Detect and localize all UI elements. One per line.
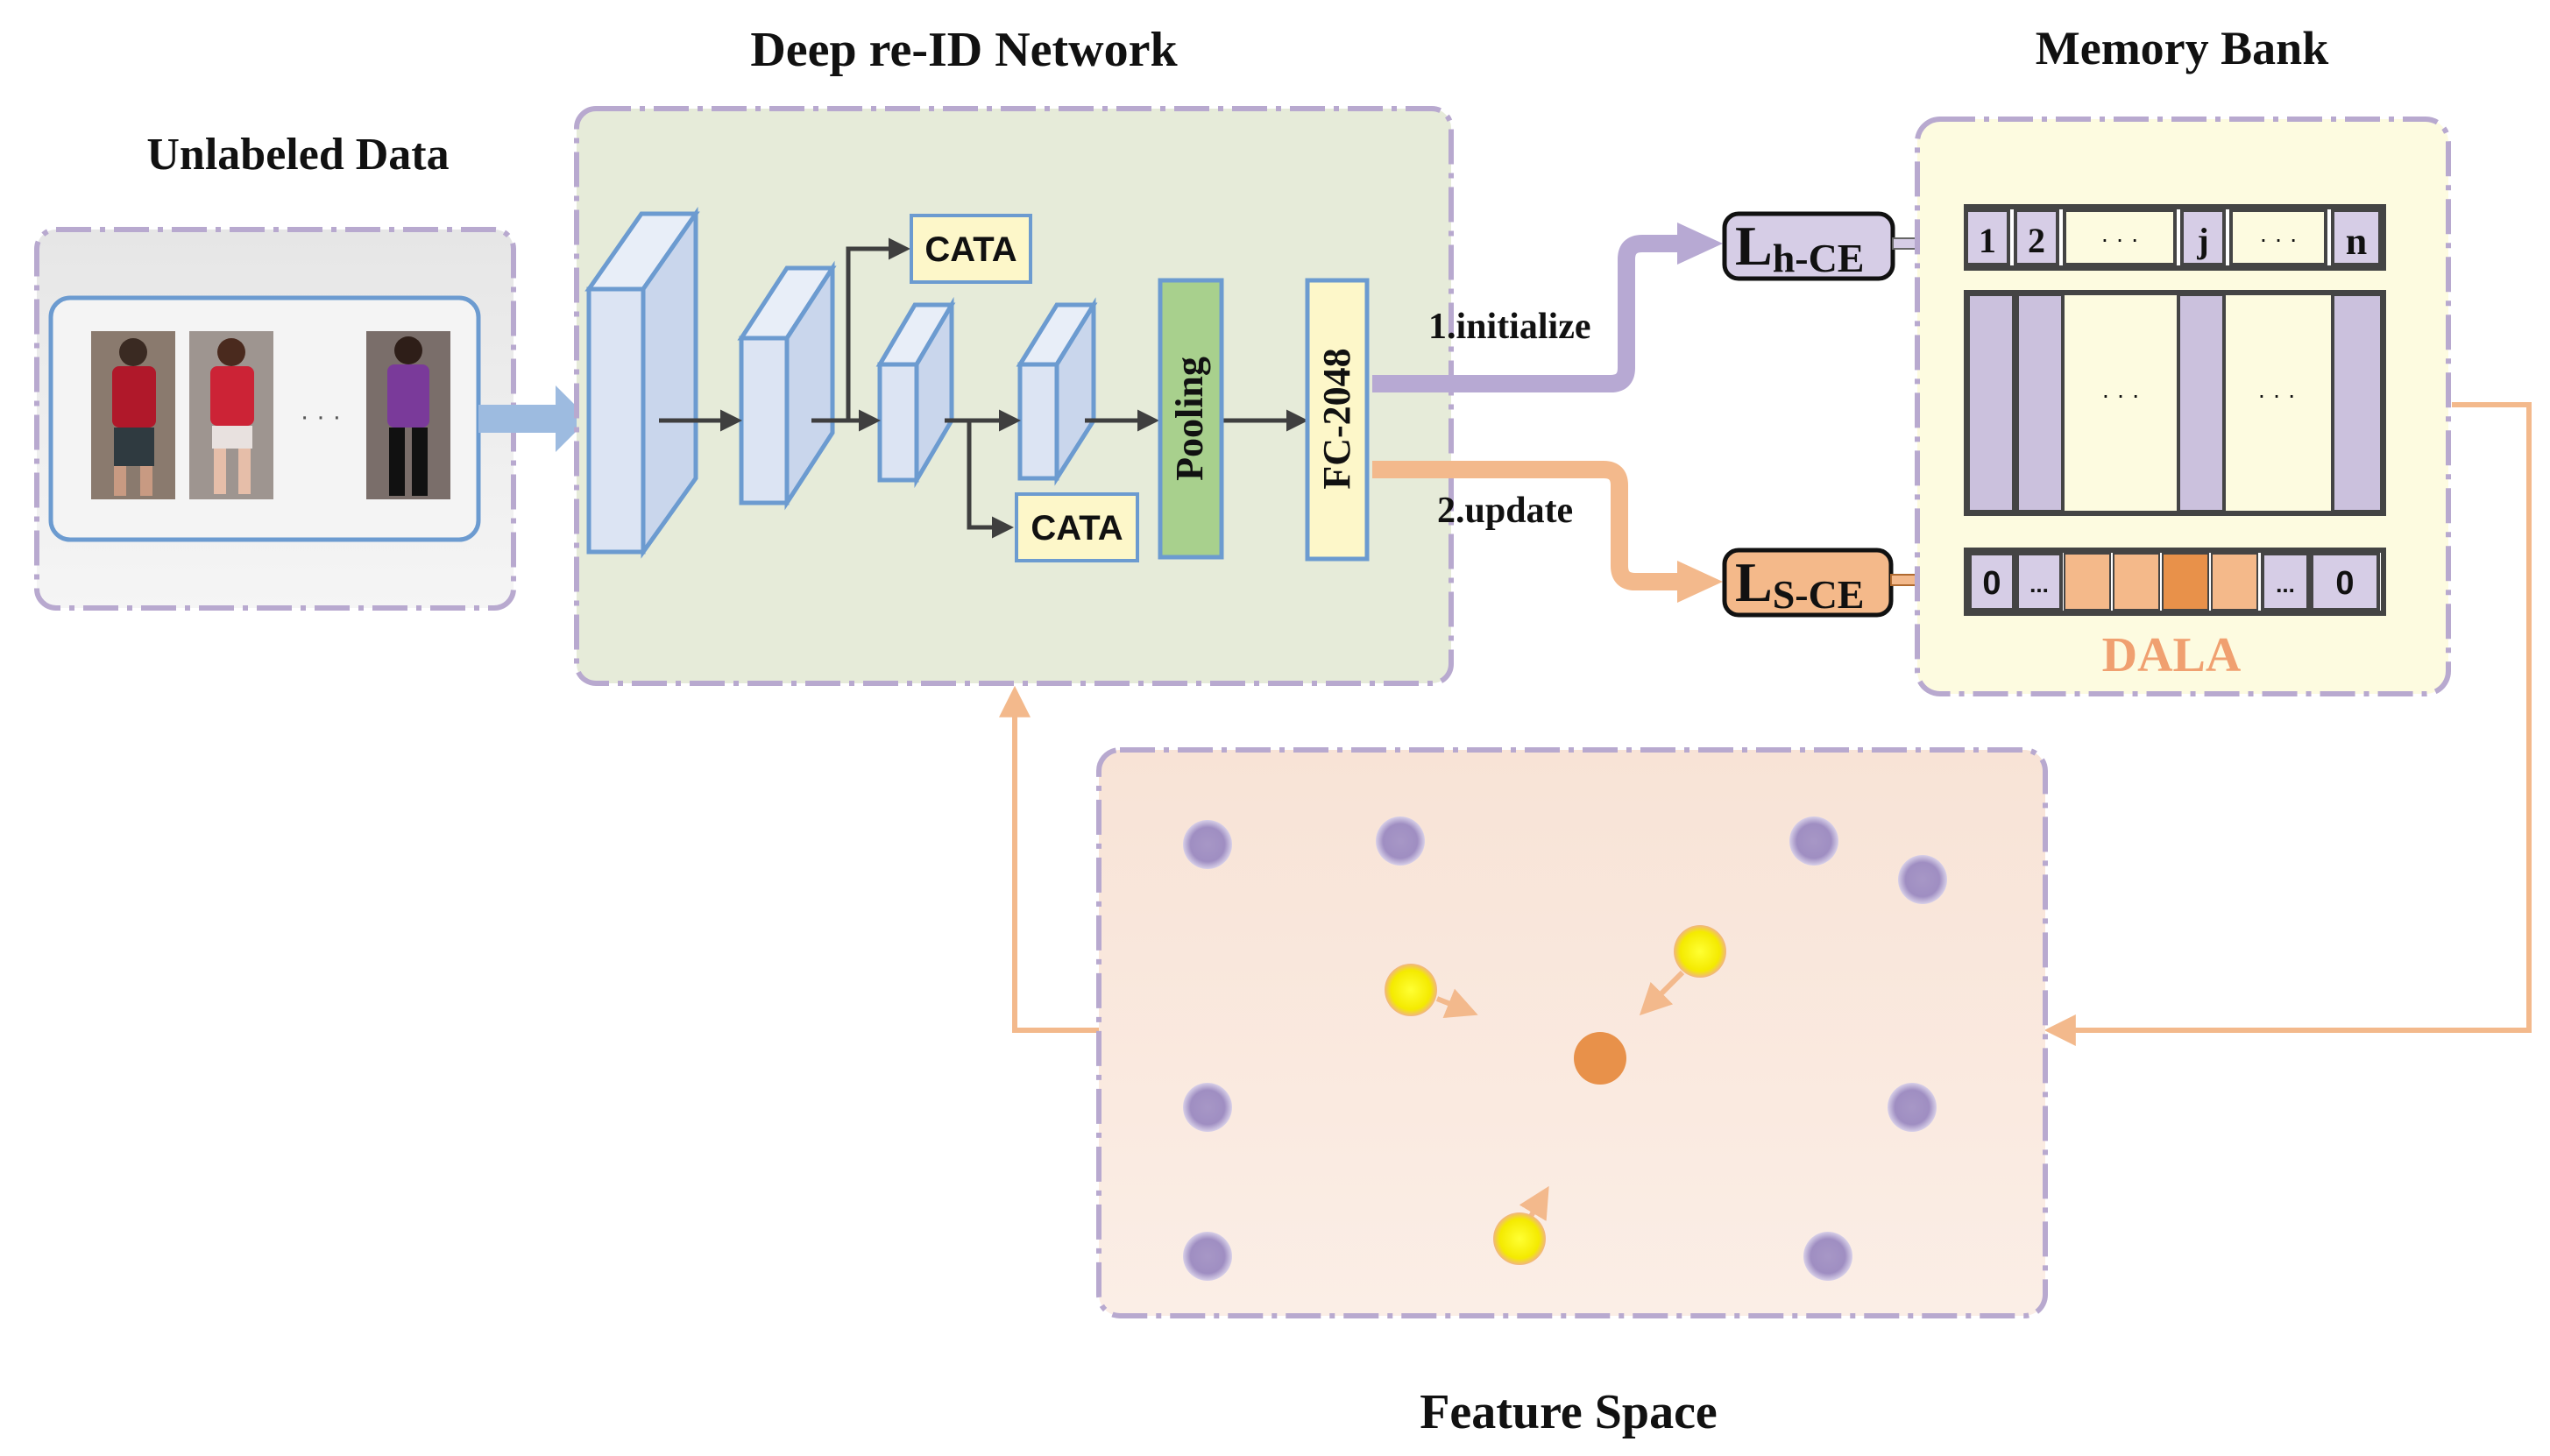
initialize-label: 1.initialize (1428, 307, 1590, 347)
cata-box-bottom: CATA (1015, 492, 1139, 562)
yellow-point-arrow (1519, 1185, 1549, 1221)
title-network: Deep re-ID Network (750, 23, 1178, 77)
label-cell-last: 0 (2335, 565, 2354, 602)
hard-loss-main: L (1735, 215, 1773, 277)
index-cell-ellipsis-2: · · · (2259, 225, 2298, 252)
initialize-arrow (1372, 223, 1723, 392)
title-memory-bank: Memory Bank (2036, 22, 2328, 74)
feature-space-panel (1096, 747, 2048, 1318)
feature-point (1376, 816, 1425, 866)
cata-box-top: CATA (910, 214, 1032, 284)
title-feature-space: Feature Space (1420, 1385, 1718, 1439)
unlabeled-data-panel: · · · (34, 227, 516, 611)
index-cell-ellipsis-1: · · · (2100, 225, 2139, 252)
bank-dots-1: · · · (2101, 381, 2140, 408)
feature-point (1898, 855, 1947, 904)
bank-columns: · · · · · · (1964, 290, 2386, 516)
conv-block-2 (737, 260, 837, 511)
pooling-label: Pooling (1168, 357, 1211, 481)
yellow-feature-point (1493, 1212, 1546, 1265)
arrow-to-cata-bottom (967, 421, 1014, 539)
dala-label: DALA (2102, 628, 2242, 682)
feedback-loop-right (2044, 402, 2532, 1046)
index-cell-2: 2 (2028, 221, 2045, 260)
cata-bottom-label: CATA (1031, 509, 1123, 548)
hard-loss-box: Lh-CE (1722, 211, 1895, 281)
bank-dots-2: · · · (2257, 381, 2296, 408)
feature-point (1183, 820, 1232, 869)
fc-label: FC-2048 (1315, 348, 1358, 489)
hard-loss-sub: h-CE (1773, 236, 1865, 280)
label-row: 0 ... ... 0 (1964, 548, 2386, 616)
yellow-point-arrow (1639, 970, 1685, 1016)
update-label: 2.update (1437, 491, 1573, 531)
feature-point (1183, 1083, 1232, 1132)
cata-top-label: CATA (924, 230, 1016, 269)
label-cell-dots-2: ... (2276, 571, 2295, 597)
svg-text:Lh-CE: Lh-CE (1735, 215, 1865, 280)
person-image-1 (91, 331, 175, 499)
label-cell-dots-1: ... (2029, 571, 2049, 597)
person-image-3 (366, 331, 450, 499)
conv-block-4 (1016, 297, 1098, 486)
fc-layer: FC-2048 (1305, 278, 1370, 562)
soft-loss-sub: S-CE (1773, 572, 1865, 617)
feature-point (1888, 1083, 1937, 1132)
feedback-loop-left (999, 685, 1099, 1033)
network-panel: CATA CATA Pooling FC-2048 (574, 106, 1454, 686)
arrow-to-cata-top (846, 237, 910, 421)
yellow-feature-point (1674, 925, 1726, 978)
index-cell-1: 1 (1979, 221, 1996, 260)
index-row: 1 2 · · · j · · · n (1964, 204, 2386, 271)
feature-point (1803, 1232, 1852, 1281)
yellow-point-arrow (1435, 988, 1478, 1019)
input-arrow (478, 385, 589, 452)
label-cell-first: 0 (1982, 565, 2001, 602)
feature-point (1183, 1232, 1232, 1281)
index-cell-n: n (2346, 220, 2367, 263)
conv-block-3 (875, 296, 956, 489)
yellow-feature-point (1385, 964, 1437, 1016)
feature-point (1789, 816, 1838, 866)
title-unlabeled-data: Unlabeled Data (146, 130, 449, 180)
index-cell-j: j (2196, 221, 2208, 260)
center-feature-point (1574, 1032, 1626, 1085)
pooling-layer: Pooling (1158, 278, 1224, 560)
soft-loss-box: LS-CE (1722, 548, 1894, 618)
memory-bank-panel: 1 2 · · · j · · · n · · · · · · (1915, 117, 2451, 696)
person-image-2 (189, 331, 273, 499)
images-ellipsis: · · · (301, 402, 342, 431)
svg-text:LS-CE: LS-CE (1735, 551, 1865, 617)
update-arrow (1372, 461, 1723, 603)
conv-block-1 (584, 207, 700, 559)
soft-loss-main: L (1735, 551, 1773, 613)
